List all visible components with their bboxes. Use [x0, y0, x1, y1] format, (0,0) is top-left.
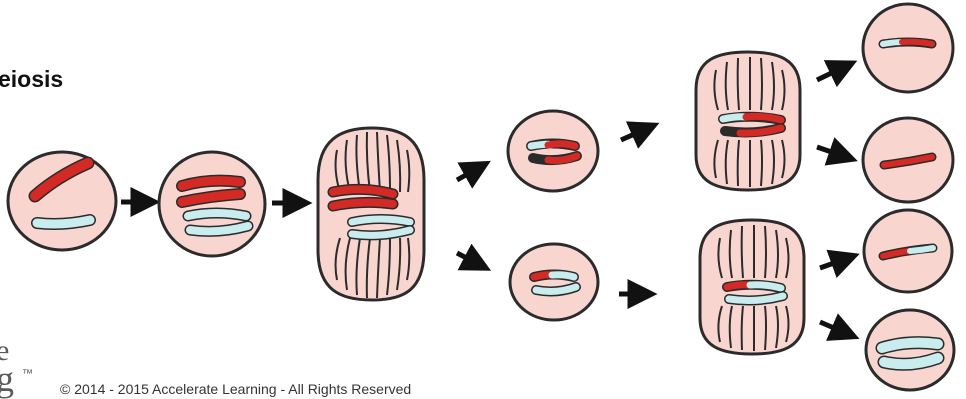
chromosome-cyan	[910, 248, 933, 251]
cell-stage-3	[318, 128, 424, 300]
cell-stage-2	[159, 152, 265, 256]
arrow-icon	[820, 258, 848, 268]
arrow-icon	[817, 147, 846, 157]
chromosome-red	[548, 144, 575, 146]
arrow-icon	[457, 253, 480, 265]
copyright-notice: © 2014 - 2015 Accelerate Learning - All …	[60, 381, 411, 397]
cell-stage-1	[8, 152, 116, 250]
cell-membrane	[510, 244, 598, 320]
chromosome-cyan	[37, 220, 90, 224]
cell-membrane	[8, 152, 116, 250]
chromosome-red	[333, 202, 393, 206]
arrow-icon	[621, 128, 648, 140]
trademark-symbol: ™	[22, 368, 33, 380]
cell-membrane	[863, 4, 953, 92]
chromosome-cyan	[552, 275, 574, 277]
gamete-1	[863, 4, 953, 92]
cell-stage-4-bottom	[510, 244, 598, 320]
logo-fragment-bottom: g	[0, 361, 14, 397]
chromosome-cyan	[750, 285, 781, 288]
cell-stage-5-top	[696, 52, 800, 190]
arrow-icon	[817, 66, 846, 80]
cell-stage-5-bottom	[700, 220, 804, 354]
arrow-icon	[457, 167, 480, 180]
chromosome-red	[902, 42, 932, 44]
gamete-3	[864, 210, 952, 292]
gamete-4	[866, 310, 954, 390]
chromosome-red	[746, 116, 781, 120]
arrow-icon	[820, 322, 848, 334]
cell-stage-4-top	[508, 111, 598, 191]
gamete-2	[863, 118, 953, 202]
cell-membrane	[508, 111, 598, 191]
cell-membrane	[159, 152, 265, 256]
